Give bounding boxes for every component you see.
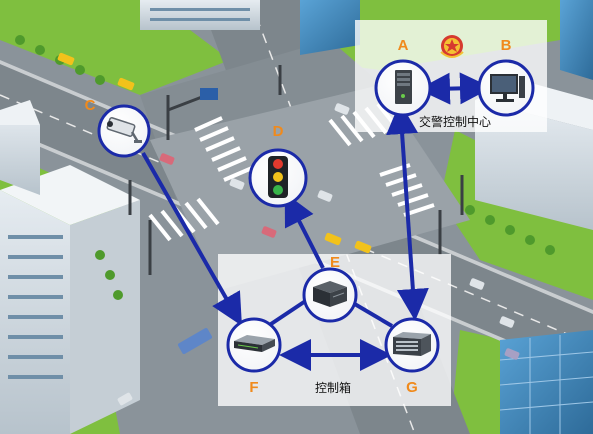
node-c[interactable]: C — [85, 97, 151, 158]
node-d[interactable]: D — [248, 123, 308, 208]
traffic-light-icon — [268, 156, 288, 198]
node-e[interactable]: E — [302, 254, 358, 323]
node-a-label: A — [398, 37, 409, 54]
police-badge-icon — [440, 35, 464, 58]
arrow-a-to-g — [386, 102, 429, 321]
patch-panel-switch-icon — [393, 332, 431, 356]
line-e-g — [351, 301, 394, 328]
connection-arrows — [141, 72, 492, 371]
node-f-label: F — [249, 379, 258, 396]
node-b-label: B — [501, 37, 512, 54]
server-tower-icon — [395, 70, 412, 104]
router-icon — [234, 335, 275, 352]
arrow-e-to-d — [284, 192, 325, 269]
control-center-caption: 交警控制中心 — [419, 114, 491, 129]
node-d-label: D — [273, 123, 284, 140]
control-box-caption: 控制箱 — [315, 380, 351, 395]
node-g[interactable]: G — [384, 317, 440, 396]
line-e-f — [266, 298, 309, 328]
network-switch-icon — [313, 281, 347, 307]
surveillance-camera-icon — [106, 117, 142, 143]
node-b[interactable]: B — [477, 37, 535, 117]
node-g-label: G — [406, 379, 418, 396]
node-f[interactable]: F — [226, 317, 282, 396]
arrow-c-to-f — [141, 152, 242, 326]
node-c-label: C — [85, 97, 96, 114]
node-a[interactable]: A — [374, 37, 432, 117]
arrow-a-b — [418, 72, 492, 105]
node-e-label: E — [330, 254, 340, 271]
desktop-computer-icon — [490, 74, 525, 102]
